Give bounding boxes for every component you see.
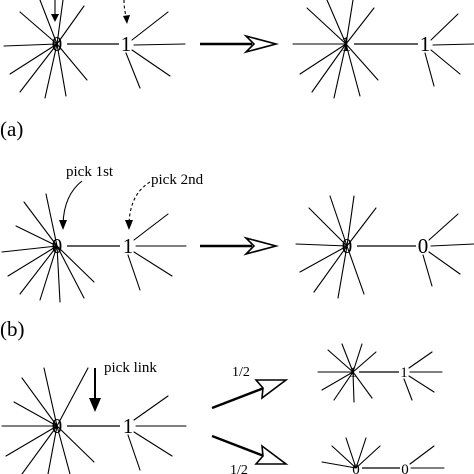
panel-b-result-node-0a: 0: [342, 234, 353, 258]
lower-result-left-star: [321, 437, 381, 469]
panel-b-result-left-star: [295, 195, 377, 299]
pick-2nd-pointer: [128, 181, 151, 225]
upper-result-node-1a: 1: [349, 365, 357, 381]
panel-a-node-0-star: [3, 0, 88, 99]
pick-1st-pointer: [62, 180, 83, 225]
panel-a: 0 1 1 1: [0, 0, 474, 141]
pick-link-label: pick link: [104, 360, 157, 376]
lower-result-node-0a: 0: [352, 462, 360, 474]
panel-c-node-1-star: [127, 395, 187, 471]
panel-a-transition-arrow: [200, 34, 280, 54]
prob-top-label: 1/2: [232, 365, 250, 380]
panel-b: pick 1st pick 2nd 0 1: [0, 164, 474, 341]
upper-result-left-star: [317, 343, 377, 403]
pick-1st-label: pick 1st: [66, 164, 114, 180]
upper-result-right-star: [403, 351, 443, 401]
panel-b-node-0-star: [1, 193, 95, 303]
panel-b-node-1-star: [127, 213, 187, 291]
panel-a-result-right-star: [424, 13, 474, 87]
panel-a-label: (a): [0, 117, 23, 141]
panel-b-result-node-0b: 0: [418, 234, 429, 258]
prob-bottom-label: 1/2: [230, 463, 248, 474]
pick-2nd-label: pick 2nd: [151, 172, 204, 188]
panel-b-result-right-star: [422, 213, 474, 287]
panel-c-node-0-star: [1, 367, 95, 474]
lower-result-right-star: [409, 445, 445, 469]
lower-result-node-0b: 0: [401, 462, 409, 474]
lower-branch-arrow: [211, 434, 289, 465]
panel-b-node-1: 1: [123, 234, 134, 258]
upper-result-node-1b: 1: [400, 365, 408, 381]
panel-a-result-node-1a: 1: [341, 32, 352, 56]
panel-a-result-node-1b: 1: [420, 32, 431, 56]
panel-a-node-0: 0: [52, 32, 63, 56]
panel-c-node-0: 0: [52, 414, 63, 438]
panel-b-transition-arrow: [200, 236, 280, 256]
panel-c-node-1: 1: [123, 414, 134, 438]
panel-c: pick link 0 1 1/2: [1, 343, 445, 474]
panel-b-node-0: 0: [52, 234, 63, 258]
panel-a-node-1: 1: [121, 32, 132, 56]
panel-b-label: (b): [0, 317, 25, 341]
panel-a-node-1-star: [125, 11, 186, 89]
upper-branch-arrow: [211, 379, 289, 410]
panel-a-result-left-star: [292, 0, 379, 99]
